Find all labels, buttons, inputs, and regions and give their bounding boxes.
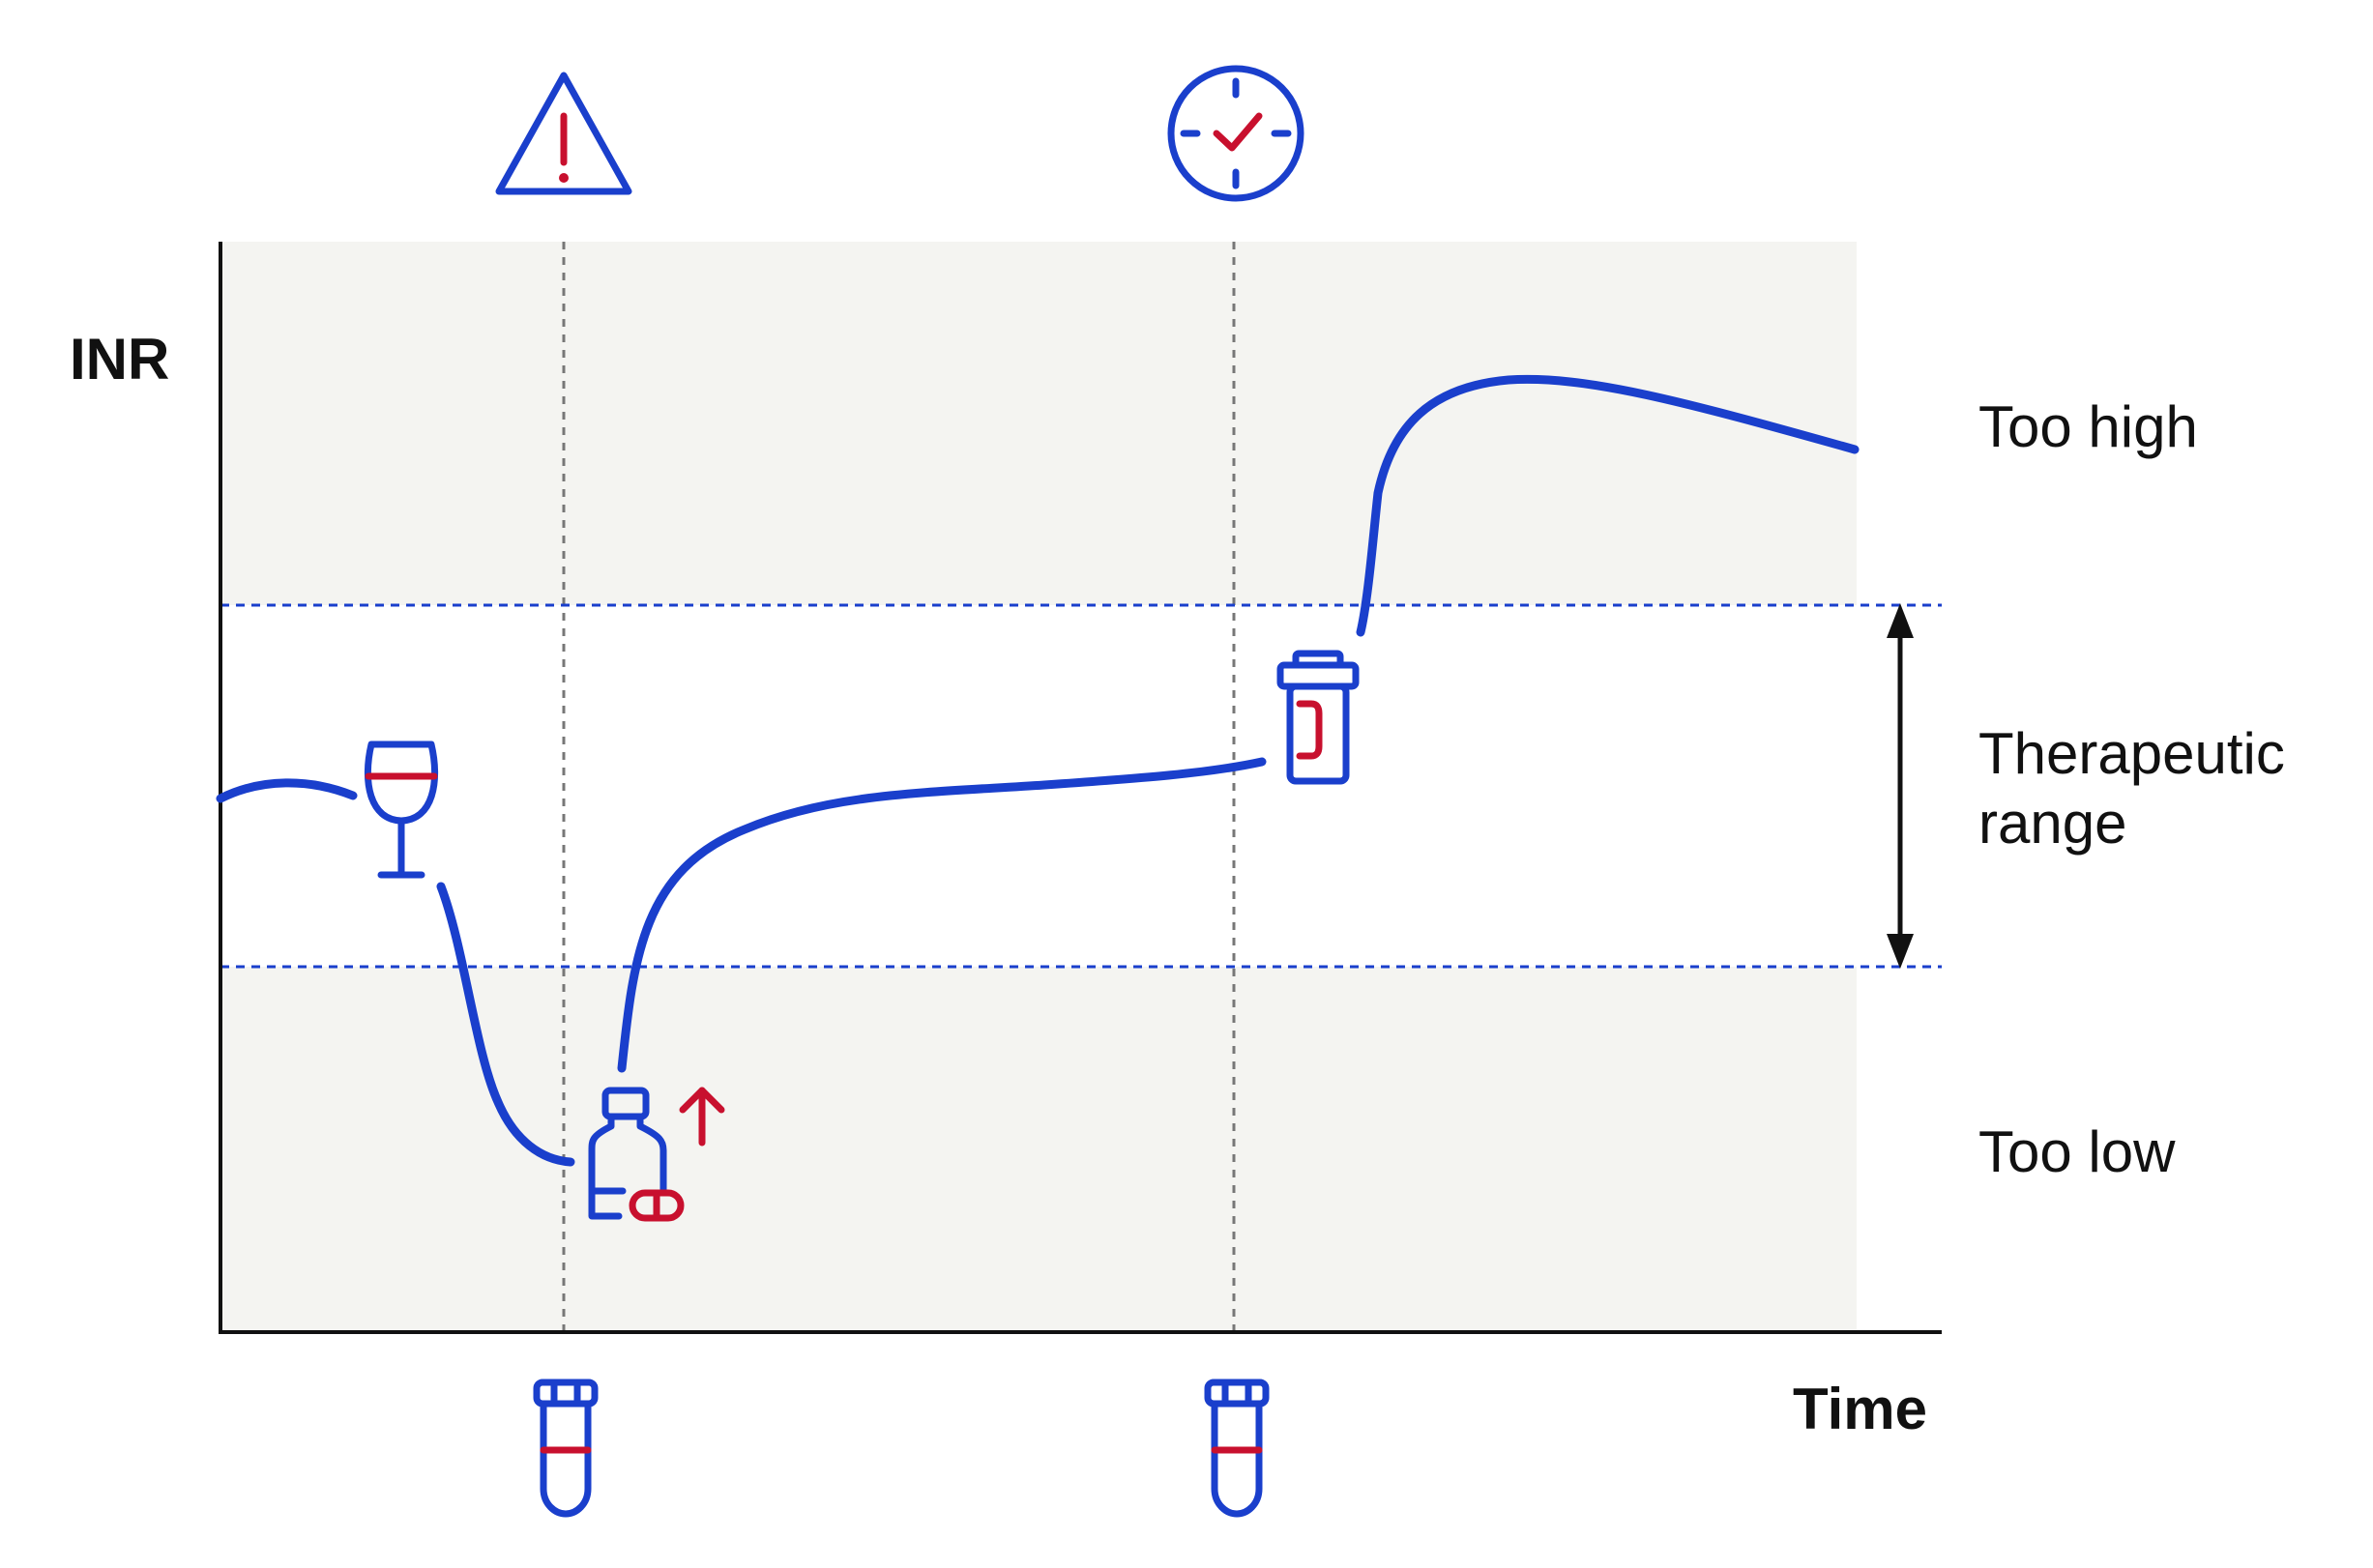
x-axis-label: Time (1793, 1377, 1927, 1441)
blood-test-tube-icon (533, 1379, 599, 1518)
wine-glass-icon (364, 740, 439, 879)
zone-label-therapeutic-line1: Therapeutic (1978, 721, 2285, 786)
pill-bottle-icon (1276, 650, 1360, 785)
zone-label-too-low: Too low (1978, 1119, 2176, 1184)
blood-test-tube-icon (1204, 1379, 1270, 1518)
curve-segment-drop (436, 882, 575, 1167)
curve-segment-rise (1356, 374, 1860, 637)
y-axis-label: INR (70, 327, 169, 392)
inr-curve (216, 374, 1860, 1167)
clock-check-icon (1167, 65, 1304, 202)
curve-segment-recovery (617, 757, 1267, 1073)
too-low-zone (220, 967, 1857, 1330)
zone-label-therapeutic-line2: range (1978, 791, 2126, 856)
medication-bottle-dose-up-icon (588, 1087, 725, 1222)
warning-triangle-icon (495, 72, 632, 195)
too-high-zone (220, 242, 1857, 605)
therapeutic-range-arrow (1887, 603, 1914, 969)
zone-label-too-high: Too high (1978, 394, 2198, 459)
curve-segment-start (216, 778, 358, 803)
